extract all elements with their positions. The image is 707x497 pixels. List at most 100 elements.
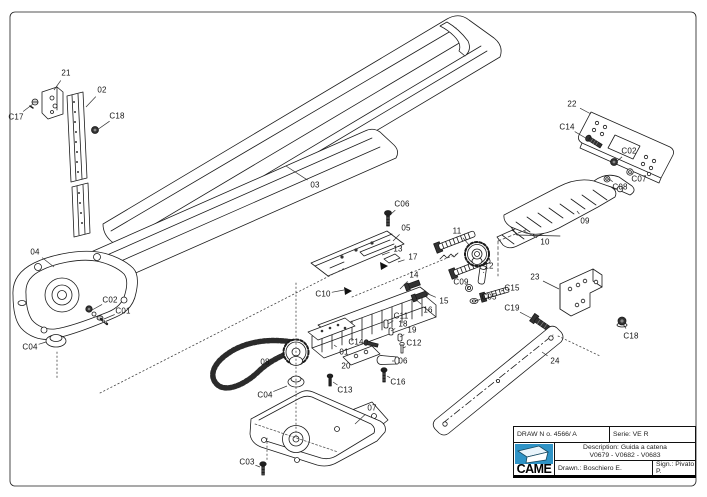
part-callout-c10: C10	[315, 289, 331, 299]
leader-line	[53, 80, 62, 91]
leader-line	[386, 375, 391, 379]
part-callout-c07: C07	[631, 174, 647, 184]
leader-line	[579, 107, 592, 115]
leader-line	[542, 280, 560, 290]
leader-line	[22, 103, 34, 112]
nut-c02-left	[85, 305, 93, 313]
screw-c12	[399, 341, 405, 354]
screw-c01	[91, 311, 109, 326]
leader-line	[41, 257, 55, 268]
leader-line	[576, 210, 580, 215]
description-cell: Description: Guida a catena V0679 - V068…	[555, 443, 695, 461]
part-callout-c11: C11	[393, 311, 409, 321]
series-label: Serie: VE R	[613, 431, 649, 438]
leader-line	[474, 299, 481, 302]
chain-08	[210, 337, 295, 391]
leader-line	[38, 341, 47, 345]
drawing-number: DRAW N o. 4566/ A	[514, 427, 610, 442]
part-callout-14: 14	[409, 270, 419, 280]
part-callout-c02: C02	[102, 295, 118, 305]
part-callout-20: 20	[341, 361, 351, 371]
part-callout-c05: C05	[481, 292, 497, 302]
leader-line	[390, 328, 396, 332]
pin-12	[477, 265, 487, 285]
screw-c16	[380, 367, 388, 383]
nut-c18-right	[616, 316, 628, 328]
drawing-border	[9, 11, 697, 487]
leader-line	[482, 271, 485, 274]
came-logo-mark	[515, 444, 553, 464]
signed-by: Sign.: Pivato P.	[656, 461, 695, 475]
part-callout-c16: C16	[390, 377, 406, 387]
leader-line	[390, 209, 396, 215]
screw-c13	[326, 373, 334, 387]
plate-22	[578, 111, 674, 184]
release-bar-24	[432, 325, 564, 436]
leader-line	[381, 251, 390, 256]
leader-line	[399, 281, 408, 290]
part-callout-c13: C13	[337, 385, 353, 395]
leader-line	[413, 297, 422, 305]
part-callout-c04: C04	[22, 342, 38, 352]
part-callout-10: 10	[540, 237, 550, 247]
pins-c11-18-19	[383, 319, 403, 342]
housing-04	[12, 250, 138, 340]
part-callout-09: 09	[580, 216, 590, 226]
leader-line	[273, 385, 288, 392]
coupling-06	[376, 355, 400, 365]
part-callout-07: 07	[367, 403, 377, 413]
rail-chain-guide	[90, 128, 398, 282]
leader-line	[273, 354, 283, 359]
leader-line	[333, 344, 337, 348]
part-callout-c04: C04	[257, 390, 273, 400]
part-callout-23: 23	[530, 272, 540, 282]
part-callout-16: 16	[423, 305, 433, 315]
leader-line	[630, 172, 633, 174]
part-callout-24: 24	[550, 356, 560, 366]
part-callout-c09: C09	[453, 277, 469, 287]
description-line2: V0679 - V0682 - V0683	[589, 451, 661, 459]
leader-line	[519, 311, 532, 319]
part-callout-02: 02	[97, 85, 107, 95]
leader-line	[103, 314, 115, 320]
mounting-channel	[66, 91, 91, 238]
part-callout-01: 01	[339, 347, 349, 357]
leader-line	[331, 289, 345, 293]
leader-line	[332, 381, 338, 386]
part-callout-c02: C02	[621, 146, 637, 156]
part-callout-06: 06	[398, 356, 408, 366]
leader-line	[354, 413, 366, 425]
bracket-21	[41, 86, 64, 120]
leader-line	[392, 234, 400, 242]
pcb-01	[307, 317, 356, 341]
part-callout-03: 03	[310, 180, 320, 190]
screw-c17	[29, 98, 39, 109]
part-callout-19: 19	[407, 325, 417, 335]
part-callout-17: 17	[408, 252, 418, 262]
part-callout-08: 08	[260, 357, 270, 367]
part-callout-11: 11	[452, 226, 462, 236]
screw-c14-right	[585, 134, 603, 149]
leader-line	[85, 96, 97, 108]
came-logo: CAME	[514, 443, 555, 476]
part-callout-c14: C14	[559, 122, 575, 132]
leader-line	[615, 156, 623, 163]
part-callout-12: 12	[484, 261, 494, 271]
bottom-cover-07	[249, 390, 389, 467]
part-callout-c14: C14	[348, 337, 364, 347]
part-callout-05: 05	[401, 223, 411, 233]
screw-c06	[384, 210, 392, 227]
leader-line	[523, 230, 538, 239]
nut-c02-right	[610, 158, 618, 166]
part-callout-c15: C15	[504, 283, 520, 293]
title-block: DRAW N o. 4566/ A Serie: VE R CAME Descr…	[513, 426, 696, 478]
part-callout-21: 21	[61, 68, 71, 78]
part-callout-c19: C19	[504, 303, 520, 313]
part-callout-c18: C18	[623, 331, 639, 341]
cover-plate-05	[310, 230, 405, 277]
part-callout-c01: C01	[115, 306, 131, 316]
screw-c15	[479, 286, 510, 303]
part-callout-c03: C03	[239, 457, 255, 467]
